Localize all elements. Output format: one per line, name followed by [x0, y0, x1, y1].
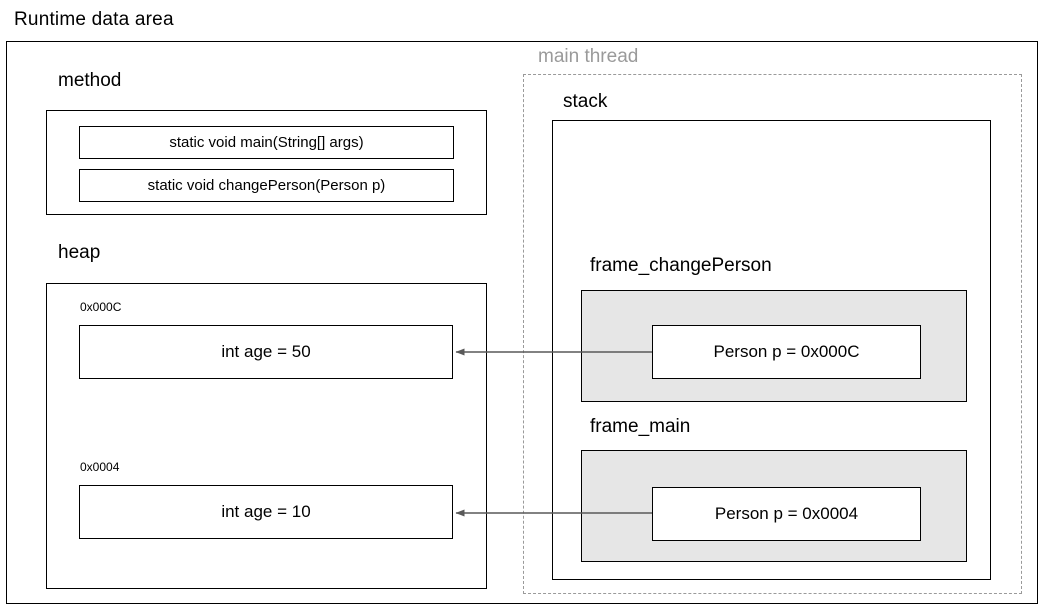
stack-variable-label: Person p = 0x000C	[713, 342, 860, 361]
heap-area-label: heap	[58, 242, 101, 263]
stack-variable-label: Person p = 0x0004	[714, 504, 859, 523]
heap-object-box-1[interactable]: int age = 10	[79, 485, 453, 539]
stack-variable-box-changeperson[interactable]: Person p = 0x000C	[652, 325, 921, 379]
heap-address-label-1: 0x0004	[80, 460, 120, 474]
heap-object-field-label: int age = 50	[221, 342, 311, 361]
heap-object-field-label: int age = 10	[221, 502, 311, 521]
page-title: Runtime data area	[14, 9, 174, 30]
stack-label: stack	[563, 91, 608, 112]
method-signature-box-changeperson[interactable]: static void changePerson(Person p)	[79, 169, 454, 202]
stack-variable-box-main[interactable]: Person p = 0x0004	[652, 487, 921, 541]
method-signature-label: static void main(String[] args)	[169, 134, 364, 151]
frame-label-main: frame_main	[590, 416, 691, 437]
frame-label-changeperson: frame_changePerson	[590, 255, 772, 276]
method-signature-box-main[interactable]: static void main(String[] args)	[79, 126, 454, 159]
heap-address-label-0: 0x000C	[80, 300, 122, 314]
heap-object-box-0[interactable]: int age = 50	[79, 325, 453, 379]
method-signature-label: static void changePerson(Person p)	[147, 177, 386, 194]
method-area-label: method	[58, 70, 122, 91]
main-thread-label: main thread	[538, 46, 639, 67]
